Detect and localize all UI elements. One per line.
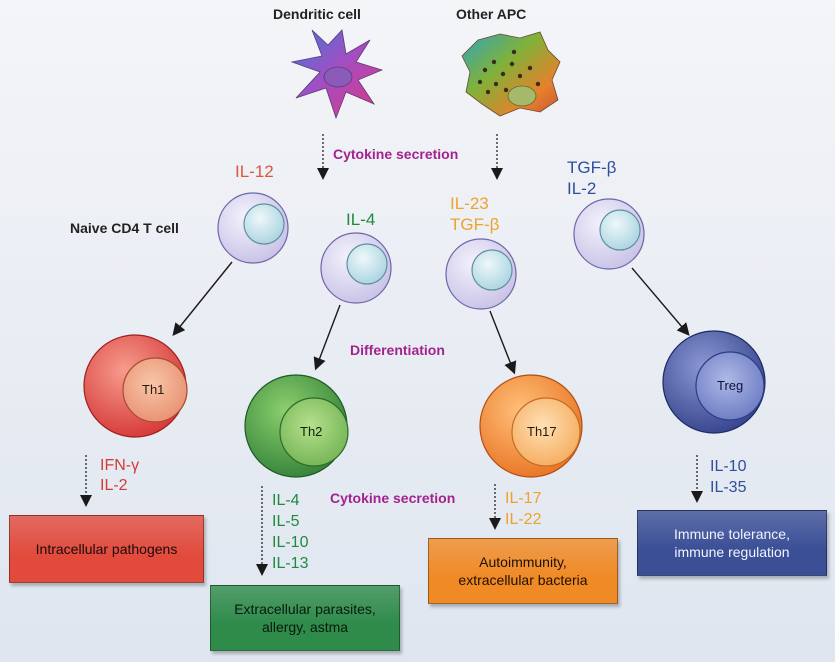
secreted-cytokines-th2: IL-4 IL-5 IL-10 IL-13 (272, 490, 308, 574)
secreted-cytokine: IL-10 (272, 534, 309, 551)
differentiation-arrow-treg (631, 267, 690, 336)
th17-label: Th17 (527, 424, 557, 439)
naive-cell-th1 (217, 192, 289, 264)
secreted-cytokines-th1: IFN-γ IL-2 (100, 456, 139, 496)
inducing-cytokine: IL-23 (450, 194, 489, 213)
inducing-cytokine: TGF-β (567, 158, 617, 177)
secretion-arrow-th2 (256, 486, 268, 576)
outcome-box-treg: Immune tolerance, immune regulation (637, 510, 827, 576)
inducing-cytokine: TGF-β (450, 215, 500, 234)
secretion-arrow-apc (491, 134, 503, 180)
secreted-cytokine: IFN-γ (100, 457, 140, 474)
secretion-arrow-dendritic (317, 134, 329, 180)
secreted-cytokines-treg: IL-10 IL-35 (710, 456, 746, 498)
differentiation-arrow-th17 (489, 310, 517, 375)
dendritic-cell-label: Dendritic cell (273, 6, 361, 22)
differentiation-label: Differentiation (350, 342, 445, 358)
outcome-box-th2: Extracellular parasites, allergy, astma (210, 585, 400, 651)
antigen-presenting-cell-icon (461, 31, 561, 117)
secreted-cytokine: IL-35 (710, 479, 747, 496)
th2-cell (244, 374, 349, 478)
inducing-cytokines-th17: IL-23 TGF-β (450, 193, 499, 235)
dendritic-cell-icon (290, 29, 384, 120)
inducing-cytokine: IL-4 (346, 210, 376, 229)
secretion-arrow-treg (691, 455, 703, 503)
th1-cell (83, 334, 188, 438)
treg-label: Treg (717, 378, 744, 393)
treg-cell (662, 330, 766, 434)
secreted-cytokine: IL-22 (505, 511, 542, 528)
inducing-cytokines-treg: TGF-β IL-2 (567, 157, 616, 199)
secreted-cytokine: IL-4 (272, 492, 300, 509)
inducing-cytokine: IL-2 (567, 179, 597, 198)
naive-cell-treg (573, 198, 645, 270)
cytokine-secretion-top-label: Cytokine secretion (333, 146, 459, 162)
naive-cell-th2 (320, 232, 392, 304)
outcome-box-th17: Autoimmunity, extracellular bacteria (428, 538, 618, 604)
naive-cd4-label: Naive CD4 T cell (70, 220, 179, 236)
secreted-cytokine: IL-5 (272, 513, 300, 530)
other-apc-label: Other APC (456, 6, 527, 22)
secretion-arrow-th1 (80, 455, 92, 507)
secreted-cytokines-th17: IL-17 IL-22 (505, 488, 541, 530)
differentiation-arrow-th1 (172, 261, 233, 336)
naive-cell-th17 (445, 238, 517, 310)
th2-label: Th2 (300, 424, 323, 439)
cytokine-secretion-bottom-label: Cytokine secretion (330, 490, 456, 506)
differentiation-arrow-th2 (313, 304, 341, 371)
inducing-cytokines-th1: IL-12 (235, 162, 274, 182)
inducing-cytokines-th2: IL-4 (346, 210, 375, 230)
outcome-box-th1: Intracellular pathogens (9, 515, 204, 583)
secretion-arrow-th17 (489, 484, 501, 530)
secreted-cytokine: IL-2 (100, 477, 128, 494)
secreted-cytokine: IL-17 (505, 490, 542, 507)
secreted-cytokine: IL-13 (272, 555, 309, 572)
th1-label: Th1 (142, 382, 165, 397)
th17-cell (479, 374, 583, 478)
secreted-cytokine: IL-10 (710, 458, 747, 475)
inducing-cytokine: IL-12 (235, 162, 274, 181)
